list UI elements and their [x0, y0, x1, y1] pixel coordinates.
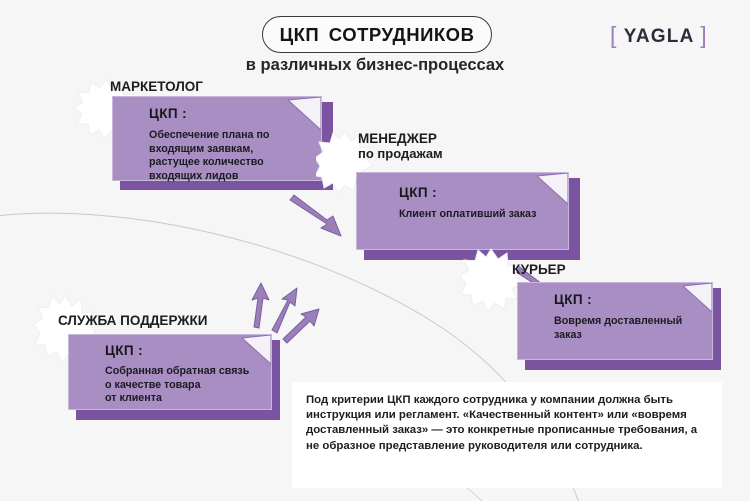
role-label-sales-manager-line2: по продажам	[358, 146, 443, 161]
ckp-label-sales-manager: ЦКП :	[399, 185, 438, 200]
role-label-support: СЛУЖБА ПОДДЕРЖКИ	[58, 313, 208, 328]
card-body-sales-manager: ЦКП : Клиент оплативший заказ	[356, 172, 569, 250]
yagla-logo: [ YAGLA ]	[610, 22, 708, 49]
ckp-text-sales-manager: Клиент оплативший заказ	[399, 208, 537, 220]
folded-corner-support	[239, 335, 271, 367]
arrow-support-3	[282, 308, 320, 344]
ckp-label-courier: ЦКП :	[554, 292, 593, 307]
ckp-text-support: Собранная обратная связь о качестве това…	[105, 365, 250, 404]
note-box: Под критерии ЦКП каждого сотрудника у ко…	[292, 382, 722, 488]
card-body-courier: ЦКП : Вовремя доставленный заказ	[517, 282, 713, 360]
page-subtitle: в различных бизнес-процессах	[245, 56, 505, 74]
folded-corner-courier	[680, 283, 712, 315]
arrow-support-2	[271, 287, 298, 334]
card-body-support: ЦКП : Собранная обратная связь о качеств…	[68, 334, 272, 410]
ckp-text-courier: Вовремя доставленный заказ	[554, 315, 683, 341]
logo-text: YAGLA	[623, 26, 694, 47]
ckp-text-marketer: Обеспечение плана по входящим заявкам, р…	[149, 129, 270, 182]
starburst-courier	[460, 248, 522, 312]
arrow-support-1	[251, 282, 270, 329]
role-label-sales-manager: МЕНЕДЖЕР по продажам	[358, 131, 443, 161]
role-label-marketer: МАРКЕТОЛОГ	[110, 79, 203, 94]
folded-corner-marketer	[285, 97, 321, 133]
page-title: ЦКП СОТРУДНИКОВ	[279, 23, 475, 45]
folded-corner-sales-manager	[534, 173, 568, 207]
note-text: Под критерии ЦКП каждого сотрудника у ко…	[306, 394, 698, 452]
logo-bracket-right: ]	[700, 22, 708, 48]
role-label-courier: КУРЬЕР	[512, 262, 566, 277]
card-body-marketer: ЦКП : Обеспечение плана по входящим заяв…	[112, 96, 322, 182]
page-title-pill: ЦКП СОТРУДНИКОВ	[262, 16, 492, 53]
arrow-marketer-to-manager	[289, 194, 342, 237]
ckp-label-marketer: ЦКП :	[149, 106, 188, 121]
logo-bracket-left: [	[610, 22, 618, 48]
ckp-label-support: ЦКП :	[105, 343, 144, 358]
